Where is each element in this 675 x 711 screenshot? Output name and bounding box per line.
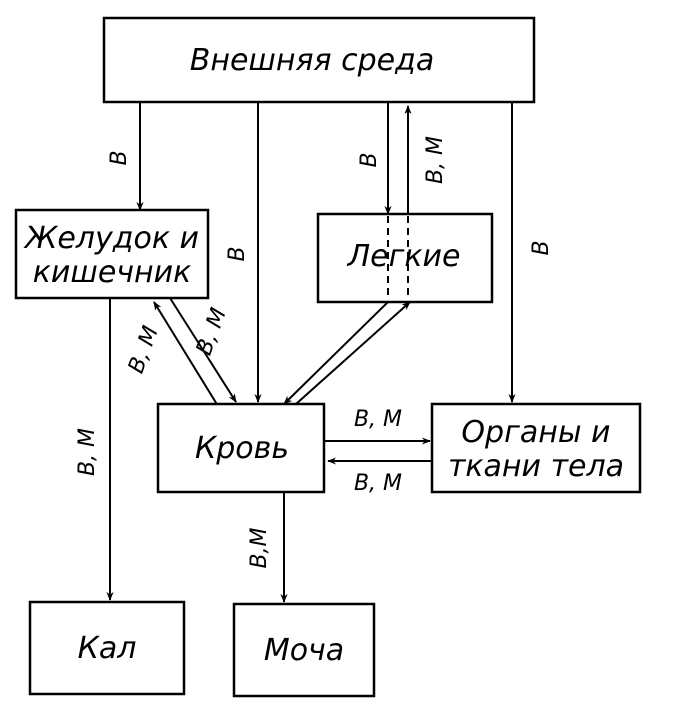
label-stomach-to-blood: В, М	[192, 305, 232, 359]
node-feces-label: Кал	[78, 631, 137, 666]
node-external-environment: Внешняя среда	[102, 16, 536, 104]
node-blood-label: Кровь	[195, 431, 289, 466]
node-feces: Кал	[28, 600, 186, 696]
label-blood-to-stomach: В, М	[124, 323, 164, 377]
edge-labels: В В В В, М В В, М В, М В, М В, М В, М В,…	[75, 136, 554, 569]
node-stomach-intestine-label-line2: кишечник	[33, 255, 191, 290]
label-blood-to-organs: В, М	[354, 407, 402, 432]
node-blood: Кровь	[156, 402, 326, 494]
edge-blood-to-lungs	[295, 301, 411, 405]
label-stomach-to-feces: В, М	[75, 428, 100, 476]
label-organs-to-blood: В, М	[354, 471, 402, 496]
node-organs-tissues-label-line1: Органы и	[461, 415, 610, 450]
label-env-to-blood: В	[225, 246, 250, 261]
edges	[106, 102, 516, 603]
label-env-to-organs: В	[529, 240, 554, 255]
edge-stomach-to-blood	[169, 297, 237, 403]
node-stomach-intestine: Желудок и кишечник	[14, 208, 210, 300]
label-lungs-to-env: В, М	[423, 136, 448, 184]
node-urine-label: Моча	[264, 633, 344, 668]
node-stomach-intestine-label-line1: Желудок и	[23, 221, 199, 256]
node-lungs-label: Легкие	[347, 239, 461, 274]
node-lungs: Легкие	[316, 212, 494, 304]
label-env-to-lungs: В	[357, 152, 382, 167]
node-urine: Моча	[232, 602, 376, 698]
node-organs-tissues: Органы и ткани тела	[430, 402, 642, 494]
edge-blood-to-stomach	[153, 301, 219, 407]
label-blood-to-urine: В,М	[247, 527, 272, 568]
label-env-to-stomach: В	[107, 150, 132, 165]
node-organs-tissues-label-line2: ткани тела	[448, 449, 624, 484]
node-external-environment-label: Внешняя среда	[190, 43, 434, 78]
edge-lungs-to-blood	[283, 301, 389, 405]
